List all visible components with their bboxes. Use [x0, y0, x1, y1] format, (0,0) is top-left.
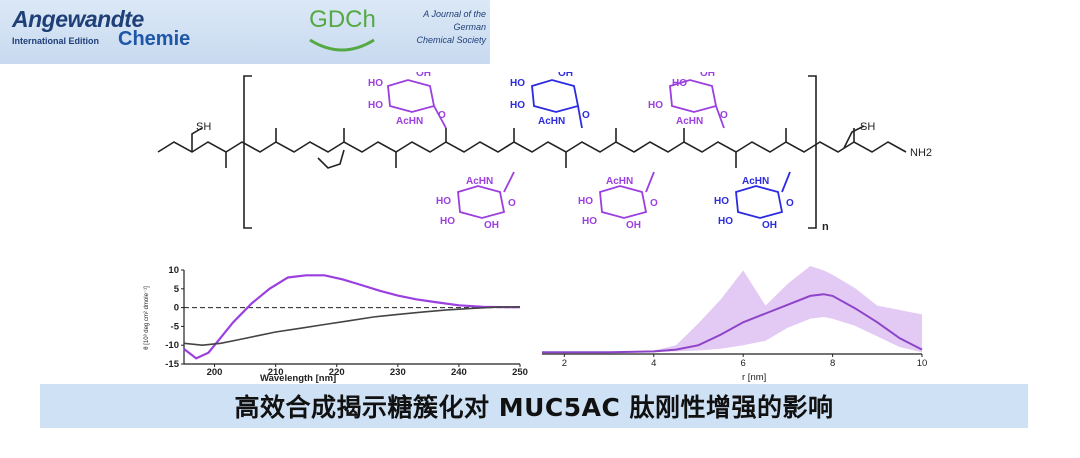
cd-series-group [183, 274, 521, 360]
svg-text:O: O [508, 198, 516, 209]
svg-text:HO: HO [510, 78, 525, 89]
r-series-group [542, 266, 923, 354]
r-x-tick-label: 10 [917, 358, 928, 369]
journal-edition: International Edition [12, 36, 99, 46]
r-axes: 2 4 6 8 10 [542, 353, 928, 369]
svg-text:HO: HO [578, 196, 593, 207]
cd-x-tick-label: 200 [207, 367, 223, 378]
svg-text:HO: HO [648, 100, 663, 111]
svg-text:AcHN: AcHN [396, 116, 423, 127]
sugar-top-1 [387, 79, 447, 129]
cd-y-tick-label: 10 [168, 265, 179, 276]
gdch-swoosh-icon [309, 38, 375, 52]
cd-x-tick-label: 210 [268, 367, 284, 378]
r-x-tick-label: 2 [562, 358, 567, 369]
svg-text:OH: OH [762, 220, 777, 231]
svg-text:OH: OH [416, 72, 431, 79]
cd-y-tick-label: -5 [171, 321, 180, 332]
journal-title: Angewandte [12, 6, 144, 32]
sugar-bottom-2 [599, 171, 655, 219]
r-distribution-line [542, 293, 923, 354]
svg-text:HO: HO [714, 196, 729, 207]
svg-text:HO: HO [368, 100, 383, 111]
distance-distribution-chart: 2 4 6 8 10 r [nm] [542, 266, 928, 383]
r-x-tick-label: 8 [830, 358, 835, 369]
svg-text:AcHN: AcHN [538, 116, 565, 127]
svg-text:OH: OH [700, 72, 715, 79]
cd-series-line-1 [183, 274, 520, 360]
cd-x-tick-label: 230 [390, 367, 406, 378]
svg-text:O: O [438, 110, 446, 121]
cd-x-tick-label: 250 [512, 367, 528, 378]
svg-text:AcHN: AcHN [606, 176, 633, 187]
svg-text:HO: HO [510, 100, 525, 111]
svg-text:O: O [582, 110, 590, 121]
cd-x-tick-label: 240 [451, 367, 467, 378]
svg-text:AcHN: AcHN [466, 176, 493, 187]
svg-text:OH: OH [558, 72, 573, 79]
svg-text:HO: HO [672, 78, 687, 89]
society-tagline: A Journal of the German Chemical Society [416, 9, 486, 45]
cd-series-line-2 [183, 306, 521, 347]
svg-text:HO: HO [368, 78, 383, 89]
journal-header: Angewandte International Edition Chemie … [0, 0, 490, 64]
sugar-bottom-1 [457, 171, 515, 219]
cd-axes: 200 210 220 230 240 250 10 5 0 -5 -10 -15 [165, 265, 528, 378]
repeat-count-label: n [822, 221, 829, 233]
caption-banner: 高效合成揭示糖簇化对 MUC5AC 肽刚性增强的影响 [40, 384, 1028, 428]
cd-y-tick-label: -15 [165, 359, 179, 370]
svg-text:O: O [720, 110, 728, 121]
gdch-logo: GDCh [300, 6, 385, 58]
r-confidence-band [542, 266, 922, 353]
sugar-rings [387, 79, 791, 219]
cd-y-tick-label: -10 [165, 340, 179, 351]
thiol-label-right: SH [860, 121, 875, 133]
thiol-label-left: SH [196, 121, 211, 133]
cd-y-tick-label: 5 [174, 284, 180, 295]
svg-text:AcHN: AcHN [742, 176, 769, 187]
cd-y-axis-label: θ [10³ deg cm² dmole⁻¹] [144, 286, 150, 350]
svg-text:OH: OH [626, 220, 641, 231]
amide-terminus-label: NH2 [910, 147, 932, 159]
peptide-backbone [157, 125, 907, 169]
cd-axis-lines [183, 270, 520, 365]
svg-text:HO: HO [718, 216, 733, 227]
svg-text:OH: OH [484, 220, 499, 231]
svg-text:O: O [786, 198, 794, 209]
r-x-tick-label: 4 [651, 358, 656, 369]
sugar-top-2 [531, 79, 583, 129]
svg-text:HO: HO [582, 216, 597, 227]
r-x-axis-label: r [nm] [742, 372, 766, 383]
sugar-top-3 [669, 79, 725, 129]
journal-subtitle: Chemie [118, 28, 191, 50]
sugar-bottom-3 [735, 171, 791, 219]
svg-text:HO: HO [436, 196, 451, 207]
cd-x-tick-label: 220 [329, 367, 345, 378]
repeat-brackets [243, 75, 817, 229]
cd-y-tick-label: 0 [174, 303, 179, 314]
svg-text:O: O [650, 198, 658, 209]
svg-text:AcHN: AcHN [676, 116, 703, 127]
cd-x-axis-label: Wavelength [nm] [260, 373, 336, 384]
cd-spectrum-chart: 200 210 220 230 240 250 10 5 0 -5 -10 -15 Wavelengt… [144, 265, 528, 384]
svg-text:HO: HO [440, 216, 455, 227]
r-x-tick-label: 6 [741, 358, 746, 369]
